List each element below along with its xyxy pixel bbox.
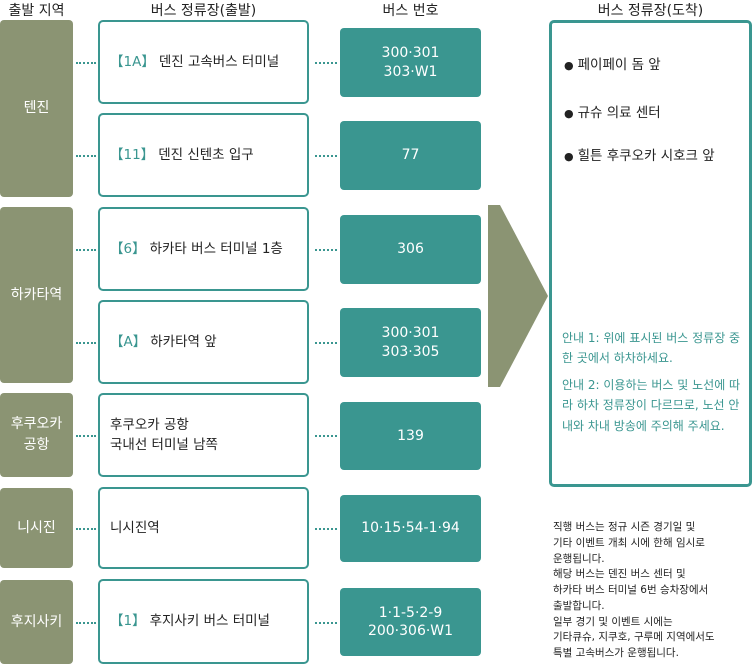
- header-region: 출발 지역: [8, 3, 65, 19]
- stop-name: 덴진 신텐초 입구: [158, 146, 254, 163]
- region-tenjin: 텐진: [0, 20, 73, 197]
- stop-box: 후쿠오카 공항 국내선 터미널 남쪽: [98, 393, 309, 477]
- stop-box: 【1A】 덴진 고속버스 터미널: [98, 20, 309, 104]
- destination-box: 페이페이 돔 앞 규슈 의료 센터 힐튼 후쿠오카 시호크 앞 안내 1: 위에…: [549, 20, 752, 487]
- connector-line: [76, 62, 96, 64]
- stop-box: 【A】 하카타역 앞: [98, 300, 309, 384]
- connector-line: [315, 528, 337, 530]
- bus-number-box: 300·301 303·W1: [340, 28, 481, 97]
- footnote: 직행 버스는 정규 시즌 경기일 및 기타 이벤트 개최 시에 한해 임시로 운…: [553, 521, 715, 659]
- region-fujisaki: 후지사키: [0, 580, 73, 664]
- note-1: 안내 1: 위에 표시된 버스 정류장 중 한 곳에서 하차하세요.: [562, 331, 741, 366]
- header-stop: 버스 정류장(출발): [150, 3, 257, 19]
- connector-line: [76, 528, 96, 530]
- stop-box: 【6】 하카타 버스 터미널 1층: [98, 207, 309, 291]
- stop-box: 【1】 후지사키 버스 터미널: [98, 579, 309, 664]
- stop-name: 하카타역 앞: [150, 333, 217, 350]
- region-airport: 후쿠오카 공항: [0, 393, 73, 477]
- connector-line: [76, 249, 96, 251]
- arrow-icon: [488, 205, 548, 387]
- stop-code: 【11】: [110, 146, 155, 163]
- header-destination: 버스 정류장(도착): [597, 3, 704, 19]
- destination-item: 규슈 의료 센터: [564, 101, 661, 121]
- connector-line: [76, 155, 96, 157]
- stop-code: 【1】: [110, 613, 146, 630]
- connector-line: [315, 342, 337, 344]
- connector-line: [315, 621, 337, 624]
- stop-name: 후쿠오카 공항 국내선 터미널 남쪽: [110, 416, 218, 453]
- bus-number-box: 1·1-5·2-9 200·306·W1: [340, 588, 481, 656]
- stop-name: 덴진 고속버스 터미널: [158, 53, 280, 70]
- region-nishijin: 니시진: [0, 488, 73, 568]
- stop-name: 후지사키 버스 터미널: [149, 613, 270, 630]
- connector-line: [76, 621, 96, 624]
- note-2: 안내 2: 이용하는 버스 및 노선에 따라 하차 정류장이 다르므로, 노선 …: [562, 378, 741, 433]
- connector-line: [76, 435, 96, 437]
- stop-code: 【1A】: [110, 53, 155, 70]
- destination-item: 힐튼 후쿠오카 시호크 앞: [564, 144, 715, 164]
- stop-name: 니시진역: [110, 519, 160, 536]
- stop-code: 【A】: [110, 333, 147, 350]
- connector-line: [315, 62, 337, 64]
- stop-box: 니시진역: [98, 487, 309, 569]
- connector-line: [315, 435, 337, 437]
- connector-line: [315, 249, 337, 251]
- bus-number-box: 77: [340, 121, 481, 190]
- stop-box: 【11】 덴진 신텐초 입구: [98, 113, 309, 197]
- connector-line: [315, 155, 337, 157]
- bus-number-box: 306: [340, 215, 481, 284]
- destination-item: 페이페이 돔 앞: [564, 53, 661, 73]
- region-hakata: 하카타역: [0, 207, 73, 383]
- connector-line: [76, 342, 96, 344]
- bus-number-box: 139: [340, 402, 481, 470]
- bus-number-box: 10·15·54-1·94: [340, 495, 481, 562]
- stop-code: 【6】: [110, 240, 146, 257]
- header-bus: 버스 번호: [382, 3, 439, 19]
- stop-name: 하카타 버스 터미널 1층: [149, 240, 283, 257]
- bus-number-box: 300·301 303·305: [340, 308, 481, 377]
